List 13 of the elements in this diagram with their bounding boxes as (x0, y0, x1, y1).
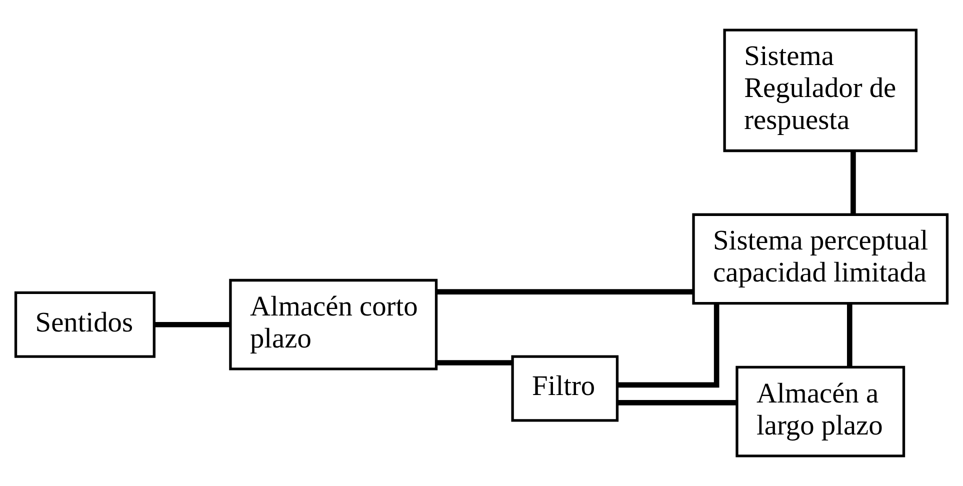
node-box: Sistema Regulador de respuesta (723, 28, 918, 152)
connector (154, 322, 230, 328)
node-box: Filtro (511, 355, 619, 422)
connector (618, 400, 737, 406)
connector (618, 304, 720, 388)
node-box: Sentidos (14, 291, 156, 358)
connector (846, 304, 852, 367)
connector (436, 360, 512, 366)
connector (436, 289, 694, 294)
node-box: Sistema perceptual capacidad limitada (692, 213, 949, 305)
node-box: Almacén a largo plazo (736, 366, 906, 458)
node-box: Almacén corto plazo (229, 278, 438, 370)
connector (850, 150, 856, 214)
